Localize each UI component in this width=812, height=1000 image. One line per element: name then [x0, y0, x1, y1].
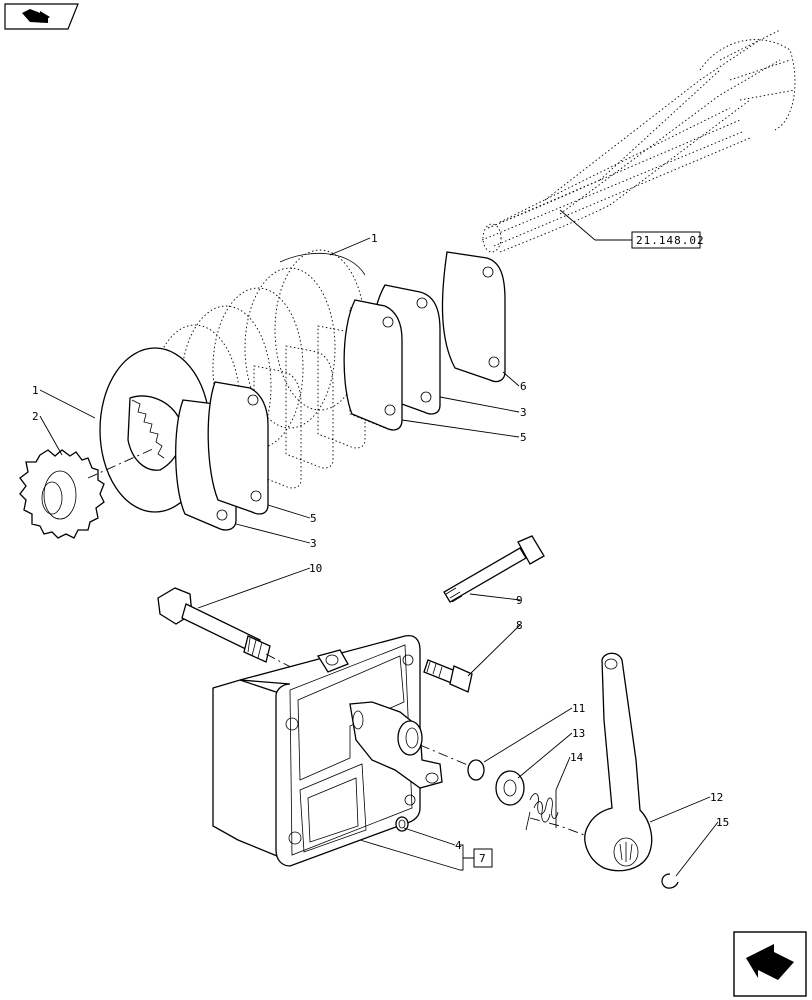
- callout-14: 14: [570, 751, 584, 764]
- callout-5-front: 5: [310, 512, 317, 525]
- spring-14: [525, 793, 559, 831]
- book-arrow-icon[interactable]: [4, 3, 79, 30]
- callout-5-back: 5: [520, 431, 527, 444]
- callout-9: 9: [516, 594, 523, 607]
- leader-lines: [39, 209, 719, 877]
- group-reference-text: 7: [479, 852, 487, 865]
- shaft-reference[interactable]: 21.148.02: [631, 231, 705, 249]
- shaft-reference-text: 21.148.02: [636, 234, 705, 247]
- plate-5-front: [343, 299, 403, 431]
- o-ring-11: [467, 759, 485, 781]
- callout-15: 15: [716, 816, 729, 829]
- splined-shaft: [481, 29, 796, 253]
- callout-3-front: 3: [310, 537, 317, 550]
- shaft-10: [157, 587, 271, 663]
- callout-10: 10: [309, 562, 322, 575]
- callout-11: 11: [572, 702, 585, 715]
- callout-1-left: 1: [32, 384, 39, 397]
- circlip-15: [661, 873, 679, 889]
- group-reference[interactable]: 7: [473, 848, 493, 868]
- bolt-9: [443, 535, 545, 603]
- spur-gear: [19, 449, 105, 539]
- callout-1-top: 1: [371, 232, 378, 245]
- next-page-arrow-icon[interactable]: [733, 931, 807, 997]
- callouts: 1 1 2 3 3 4 5 5 6 8 9 10 11 12 13 14 15: [32, 232, 729, 852]
- callout-3-back: 3: [520, 406, 527, 419]
- housing-cover: [212, 634, 443, 867]
- callout-4: 4: [455, 839, 462, 852]
- callout-13: 13: [572, 727, 585, 740]
- lever-12: [584, 652, 653, 872]
- callout-2: 2: [32, 410, 39, 423]
- bolt-8: [423, 659, 473, 693]
- plate-5-rear: [207, 381, 269, 515]
- washer-13: [495, 770, 525, 806]
- plug-4: [395, 816, 409, 832]
- callout-6: 6: [520, 380, 527, 393]
- callout-12: 12: [710, 791, 723, 804]
- callout-8: 8: [516, 619, 523, 632]
